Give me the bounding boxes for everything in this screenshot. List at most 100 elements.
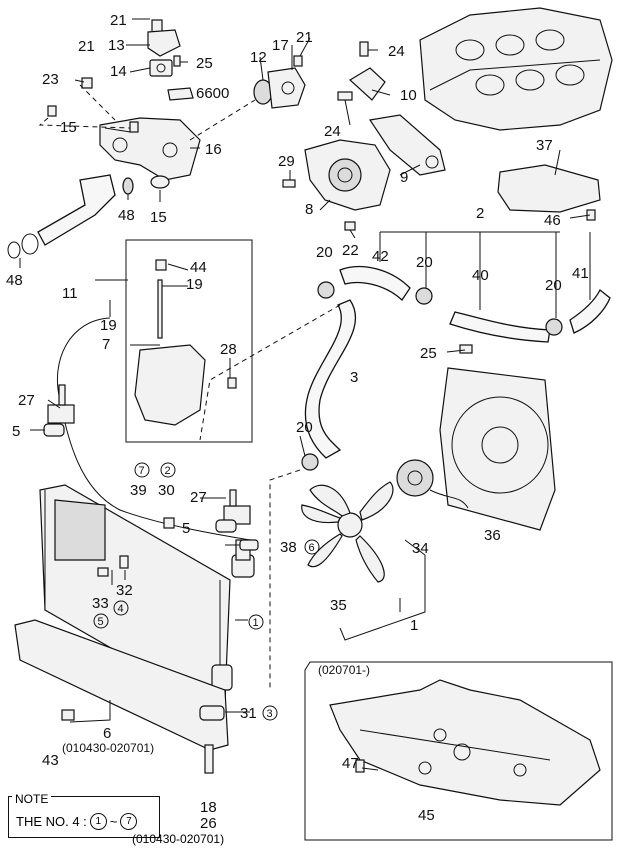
inset-box [304, 661, 613, 841]
insulator [97, 567, 109, 577]
callout-21: 21 [296, 29, 313, 46]
callout-8: 8 [305, 201, 313, 218]
callout-20: 20 [545, 277, 562, 294]
callout-30: 30 [158, 482, 175, 499]
callout-2: 2 [476, 205, 484, 222]
engine-under-cover [329, 679, 601, 806]
circled-ref-3: 3 [262, 705, 278, 721]
callout-40: 40 [472, 267, 489, 284]
note-to-badge: 7 [120, 813, 138, 830]
water-pump-assembly [282, 41, 446, 231]
note-tilde: ~ [109, 814, 118, 829]
svg-text:5: 5 [98, 616, 104, 628]
engine-under-cover-small [497, 164, 601, 213]
mount-insulator [215, 519, 237, 533]
bracket-upper [47, 404, 75, 424]
radiator-hose-lower [304, 299, 357, 459]
callout-38: 38 [280, 539, 297, 556]
dash-line [79, 84, 116, 121]
callout-45: 45 [418, 807, 435, 824]
callout-20: 20 [296, 419, 313, 436]
thermostat-housing-assembly [47, 19, 306, 189]
callout-48: 48 [6, 272, 23, 289]
callout-16: 16 [205, 141, 222, 158]
callout-9: 9 [400, 169, 408, 186]
callout-43: 43 [42, 752, 59, 769]
callout-27: 27 [190, 489, 207, 506]
circled-ref-2: 2 [160, 462, 176, 478]
callout-44: 44 [190, 259, 207, 276]
callout-15: 15 [60, 119, 77, 136]
callout-13: 13 [108, 37, 125, 54]
callout-29: 29 [278, 153, 295, 170]
fan-motor [396, 459, 469, 509]
note-title: NOTE [12, 792, 52, 806]
hose-set-42-40-41 [317, 266, 611, 354]
note-from-badge: 1 [89, 813, 107, 830]
leader-lines [379, 231, 591, 318]
callout-26: 26 [200, 815, 217, 832]
mount-insulator-lower [199, 705, 225, 721]
callout-17: 17 [272, 37, 289, 54]
callout-25: 25 [196, 55, 213, 72]
bolt [119, 555, 129, 569]
callout-20: 20 [416, 254, 433, 271]
circled-ref-7: 7 [134, 462, 150, 478]
callout-21: 21 [110, 12, 127, 29]
callout-48: 48 [118, 207, 135, 224]
callout-24: 24 [388, 43, 405, 60]
radiator-lower-bracket [14, 619, 229, 751]
callout-11: 11 [62, 285, 78, 302]
callout-28: 28 [220, 341, 237, 358]
callout-21: 21 [78, 38, 95, 55]
svg-text:6: 6 [309, 542, 315, 554]
callout-7: 7 [102, 336, 110, 353]
svg-text:4: 4 [118, 603, 124, 615]
callout-6: 6 [103, 725, 111, 742]
inset-date-label: (020701-) [318, 663, 370, 677]
note-prefix: THE NO. 4 : [16, 814, 87, 829]
svg-text:2: 2 [165, 465, 171, 477]
callout-41: 41 [572, 265, 589, 282]
leader-lines [19, 18, 591, 771]
callout-39: 39 [130, 482, 147, 499]
dash-line [269, 469, 301, 690]
callout-33: 33 [92, 595, 109, 612]
callout-12: 12 [250, 49, 267, 66]
bolt [58, 384, 66, 406]
circled-ref-1: 1 [248, 614, 264, 630]
bolt [229, 489, 237, 507]
overflow-hose [56, 317, 251, 541]
svg-text:1: 1 [253, 617, 259, 629]
callout-5: 5 [12, 423, 20, 440]
callout-15: 15 [150, 209, 167, 226]
callout-37: 37 [536, 137, 553, 154]
fan-shroud [439, 367, 556, 531]
callout-42: 42 [372, 248, 389, 265]
callout-5: 5 [182, 520, 190, 537]
callout-19: 19 [100, 317, 117, 334]
callout-14: 14 [110, 63, 127, 80]
note-body: THE NO. 4 : 1 ~ 7 [16, 813, 138, 830]
callout-27: 27 [18, 392, 35, 409]
callout-34: 34 [412, 540, 429, 557]
callout-3: 3 [350, 369, 358, 386]
radiator-hose-upper [7, 174, 134, 259]
callout-24: 24 [324, 123, 341, 140]
callout-35: 35 [330, 597, 347, 614]
dash-line [38, 117, 131, 129]
circled-ref-4: 4 [113, 600, 129, 616]
dash-line [199, 304, 341, 441]
engine-block [419, 7, 613, 131]
callout-18: 18 [200, 799, 217, 816]
callout-20: 20 [316, 244, 333, 261]
callout-23: 23 [42, 71, 59, 88]
callout-22: 22 [342, 242, 359, 259]
reservoir-tank [134, 259, 237, 426]
callout-32: 32 [116, 582, 133, 599]
callout-6600: 6600 [196, 85, 229, 102]
bolt [61, 709, 75, 721]
leader-lines [339, 539, 426, 641]
cooling-fan [301, 481, 394, 583]
